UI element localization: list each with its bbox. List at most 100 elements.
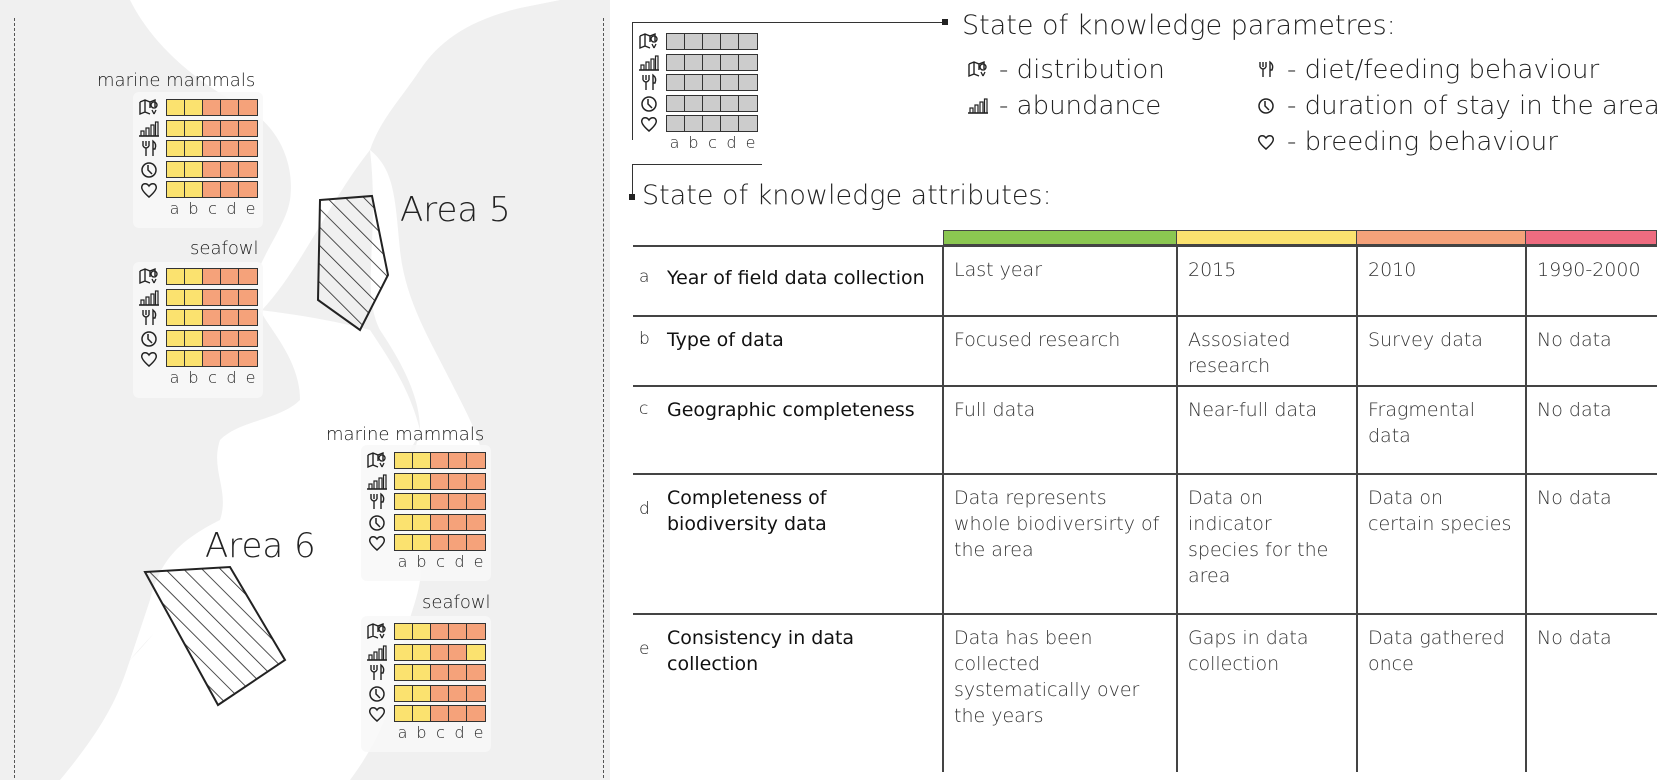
scale-orange: [1357, 230, 1526, 246]
attribute-value-red: No data: [1525, 315, 1657, 386]
column-letter: a: [397, 723, 408, 742]
status-cell-d: [449, 535, 467, 551]
status-cells-row: [166, 119, 258, 137]
status-cell-a: [167, 182, 185, 198]
legend-label: - abundance: [999, 91, 1162, 121]
status-cell-e: [239, 310, 257, 326]
status-cells-row: [394, 534, 486, 552]
column-letter: a: [169, 368, 180, 387]
fork-knife-icon: [366, 492, 388, 510]
status-cell-c: [431, 514, 449, 530]
fork-knife-icon: [1255, 55, 1287, 85]
status-cell-d: [221, 330, 239, 346]
status-cell-e: [467, 665, 485, 681]
legend-label: - breeding behaviour: [1287, 127, 1558, 157]
column-letter: c: [208, 199, 217, 218]
attribute-value-green: Last year: [942, 245, 1177, 316]
clock-icon: [638, 94, 660, 112]
fork-knife-icon: [138, 308, 160, 326]
scale-green: [943, 230, 1177, 246]
status-cell-a: [395, 453, 413, 468]
status-cell-a: [395, 644, 413, 660]
attribute-value-orange: 2010: [1356, 245, 1526, 316]
column-letter: c: [436, 723, 445, 742]
status-cell-a: [395, 535, 413, 551]
coastline-water: [60, 0, 560, 780]
status-cell-d: [449, 624, 467, 639]
status-cell-d: [221, 141, 239, 157]
heart-icon: [638, 114, 660, 133]
status-cell-c: [431, 685, 449, 701]
attribute-value-yellow: Assosiated research: [1176, 315, 1357, 386]
attribute-letter: d: [639, 499, 650, 519]
status-cells-row: [166, 329, 258, 347]
status-cell-b: [185, 100, 203, 115]
status-cell-a: [167, 141, 185, 157]
attribute-value-green: Data has been collected systematically o…: [942, 613, 1177, 772]
column-letter: e: [745, 133, 756, 152]
status-cell-b: [685, 95, 703, 111]
status-cell-a: [395, 685, 413, 701]
status-cell-b: [185, 351, 203, 367]
status-cells-row: [666, 33, 758, 50]
status-cells-row: [666, 115, 758, 133]
status-cell-e: [239, 289, 257, 305]
status-cells-row: [666, 53, 758, 71]
scale-yellow: [1177, 230, 1357, 246]
column-letter: a: [669, 133, 680, 152]
fork-knife-icon: [638, 73, 660, 91]
status-cells-row: [166, 309, 258, 327]
status-cell-d: [449, 494, 467, 510]
legend-label: - diet/feeding behaviour: [1287, 55, 1600, 85]
status-cell-c: [203, 289, 221, 305]
status-cells-row: [166, 99, 258, 116]
status-cell-c: [203, 141, 221, 157]
status-cell-e: [239, 351, 257, 367]
status-cell-c: [431, 494, 449, 510]
column-letter: c: [708, 133, 717, 152]
status-cell-b: [185, 182, 203, 198]
status-cell-a: [395, 624, 413, 639]
status-cell-d: [221, 120, 239, 136]
status-cell-c: [203, 161, 221, 177]
legend-label: - distribution: [999, 55, 1165, 85]
status-cell-e: [239, 141, 257, 157]
status-cell-a: [395, 706, 413, 722]
legend-item: - breeding behaviour: [1255, 127, 1558, 157]
attribute-value-orange: Fragmental data: [1356, 385, 1526, 474]
status-cell-a: [167, 330, 185, 346]
dashed-border-left: [14, 18, 15, 778]
map-pin-icon: [967, 55, 999, 85]
status-cell-a: [667, 34, 685, 49]
status-cell-a: [167, 100, 185, 115]
legend-label: - duration of stay in the area: [1287, 91, 1660, 121]
map-pin-icon: [138, 98, 160, 116]
status-cell-a: [167, 289, 185, 305]
status-cell-c: [431, 706, 449, 722]
status-cell-a: [667, 54, 685, 70]
status-cell-d: [721, 116, 739, 132]
status-cell-b: [185, 269, 203, 284]
status-cell-c: [203, 351, 221, 367]
map-pin-icon: [638, 32, 660, 50]
panel-title: seafowl: [190, 238, 259, 259]
bar-chart-icon: [638, 53, 660, 71]
heart-icon: [1255, 127, 1287, 157]
status-cell-b: [185, 120, 203, 136]
clock-icon: [366, 513, 388, 531]
column-letter: b: [188, 368, 199, 387]
status-cell-d: [221, 269, 239, 284]
status-cell-d: [221, 289, 239, 305]
attribute-value-red: No data: [1525, 385, 1657, 474]
status-cell-c: [203, 330, 221, 346]
column-letter: a: [397, 552, 408, 571]
status-cell-e: [239, 161, 257, 177]
status-cell-e: [739, 75, 757, 91]
